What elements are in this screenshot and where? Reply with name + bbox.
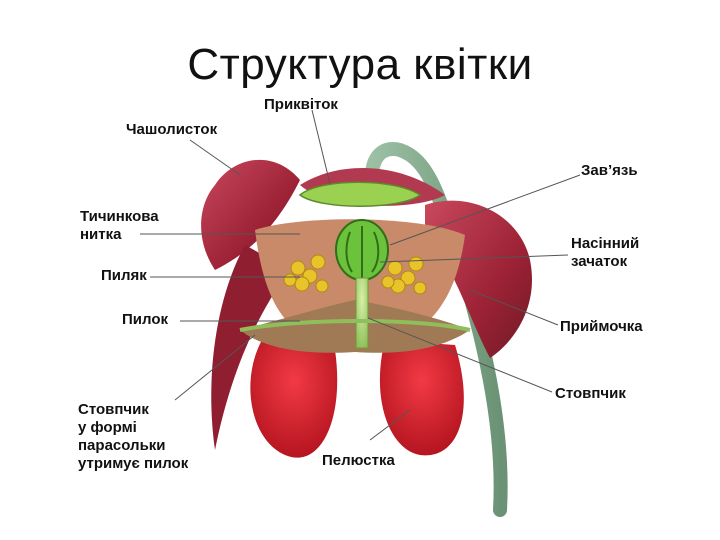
label-style: Стовпчик (555, 385, 626, 403)
label-sepal: Чашолисток (126, 121, 217, 139)
label-ovule: Насінний зачаток (571, 235, 639, 271)
petal-right (380, 340, 464, 455)
petal-left (250, 340, 337, 458)
style-column (356, 278, 368, 348)
label-filament: Тичинкова нитка (80, 208, 159, 244)
label-petal: Пелюстка (322, 452, 395, 470)
label-bract: Приквіток (264, 96, 338, 114)
label-pollen: Пилок (122, 311, 168, 329)
label-anther: Пиляк (101, 267, 147, 285)
label-ovary: Зав’язь (581, 162, 638, 180)
label-umbrella-style: Стовпчик у формі парасольки утримує пило… (78, 401, 188, 473)
label-stigma: Приймочка (560, 318, 643, 336)
